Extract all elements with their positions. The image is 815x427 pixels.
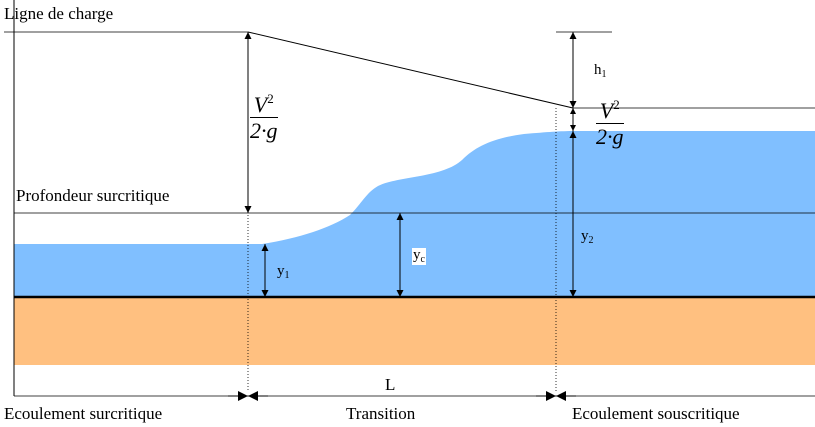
velocity-head-2-formula: V2 2·g	[596, 98, 624, 148]
velocity-head-1-formula: V2 2·g	[250, 92, 278, 142]
velocity-head-2-denominator: 2·g	[596, 124, 624, 149]
y1-label: y1	[277, 264, 290, 281]
length-label: L	[385, 375, 396, 394]
energy-line-label: Ligne de charge	[4, 4, 114, 23]
velocity-head-2-fraction-bar	[596, 123, 624, 124]
y2-label: y2	[581, 229, 594, 246]
h1-letter: h	[594, 62, 602, 78]
y1-letter: y	[277, 263, 285, 279]
critical-depth-label: Profondeur surcritique	[16, 186, 170, 205]
y1-subscript: 1	[284, 270, 290, 281]
velocity-head-1-exponent: 2	[267, 91, 274, 106]
velocity-head-2-exponent: 2	[613, 97, 620, 112]
h1-subscript: 1	[601, 69, 607, 80]
h1-label: h1	[594, 63, 607, 80]
velocity-head-1-v: V	[253, 92, 268, 117]
velocity-head-2-numerator: V2	[597, 98, 623, 123]
energy-line-slope	[247, 31, 574, 109]
velocity-head-1-fraction-bar	[250, 117, 278, 118]
yc-label: yc	[412, 248, 426, 265]
velocity-head-1-numerator: V2	[251, 92, 277, 117]
y2-subscript: 2	[588, 235, 594, 246]
water-surface	[14, 131, 815, 297]
velocity-head-2-v: V	[599, 98, 614, 123]
flow-right-label: Ecoulement souscritique	[572, 404, 740, 423]
flow-middle-label: Transition	[346, 404, 416, 423]
yc-letter: y	[413, 247, 421, 263]
yc-subscript: c	[420, 254, 425, 265]
flow-left-label: Ecoulement surcritique	[4, 404, 163, 423]
y2-letter: y	[581, 228, 589, 244]
velocity-head-1-denominator: 2·g	[250, 118, 278, 143]
channel-bed	[14, 297, 815, 365]
